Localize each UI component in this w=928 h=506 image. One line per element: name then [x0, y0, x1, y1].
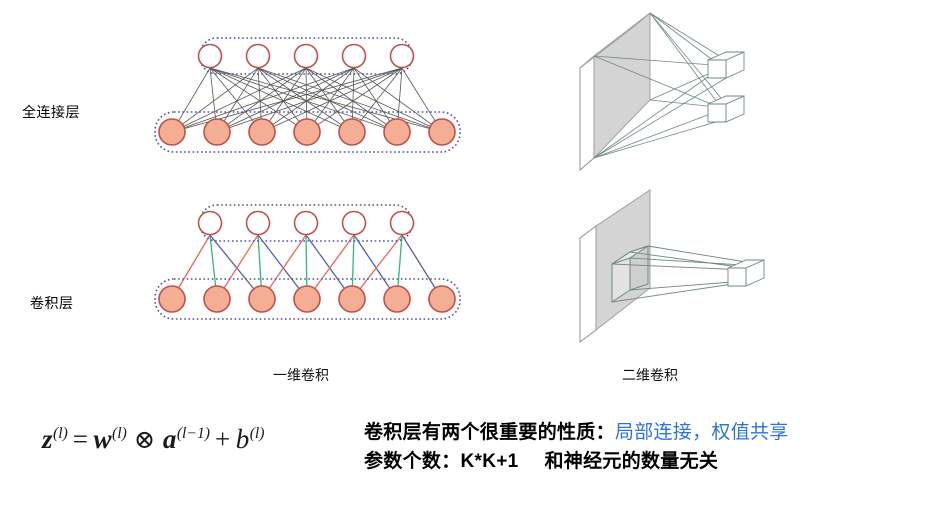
formula-otimes-operator: ⊗: [133, 425, 156, 454]
conv-top-nodes: [197, 210, 415, 236]
fc-bottom-nodes: [158, 118, 456, 146]
group-box-fc-bottom: [154, 111, 461, 153]
diagram-fully-connected-1d: [154, 37, 461, 153]
formula-plus: +: [214, 424, 231, 454]
diagram-convolution-1d: [154, 204, 461, 320]
conv-plane-side-face: [579, 225, 597, 343]
formula-z-superscript: (l): [53, 425, 68, 442]
formula-z: z: [42, 424, 54, 454]
fc-top-nodes: [197, 43, 415, 69]
conv-output-cube: [727, 259, 765, 287]
formula-w: w: [93, 424, 113, 454]
bullet-1-blue-text: 局部连接，权值共享: [614, 422, 789, 443]
formula-b-superscript: (l): [249, 425, 265, 442]
formula-a: a: [162, 424, 177, 454]
bullet-text-block: 卷积层有两个很重要的性质：局部连接，权值共享 参数个数：K*K+1 和神经元的数量…: [364, 418, 924, 477]
label-convolution-layer: 卷积层: [30, 295, 74, 311]
formula-equals: =: [72, 424, 89, 454]
bullet-1-black-text: 卷积层有两个很重要的性质：: [364, 422, 615, 443]
bullet-line-2: 参数个数：K*K+1 和神经元的数量无关: [364, 447, 924, 476]
diagram-fully-connected-3d: [579, 12, 745, 171]
formula-w-superscript: (l): [112, 425, 127, 442]
caption-two-dimensional-convolution: 二维卷积: [622, 367, 678, 383]
convolution-formula: z(l)=w(l)⊗a(l−1)+b(l): [42, 424, 265, 455]
conv-bottom-nodes: [158, 285, 456, 313]
group-box-fc-top: [199, 37, 413, 75]
formula-b: b: [235, 424, 250, 454]
group-box-conv-bottom: [154, 278, 461, 320]
group-box-conv-top: [199, 204, 413, 242]
output-cube-1: [707, 51, 745, 79]
caption-one-dimensional-convolution: 一维卷积: [273, 367, 329, 383]
bullet-2-black-text: 参数个数：K*K+1: [364, 451, 519, 473]
plane-side-face: [579, 55, 595, 171]
bullet-2-black-text-2: 和神经元的数量无关: [544, 451, 719, 473]
output-cube-2: [707, 95, 745, 123]
formula-a-superscript: (l−1): [176, 425, 210, 442]
label-fully-connected-layer: 全连接层: [22, 104, 80, 120]
bullet-line-1: 卷积层有两个很重要的性质：局部连接，权值共享: [364, 418, 924, 447]
diagram-convolution-3d: [579, 189, 765, 343]
